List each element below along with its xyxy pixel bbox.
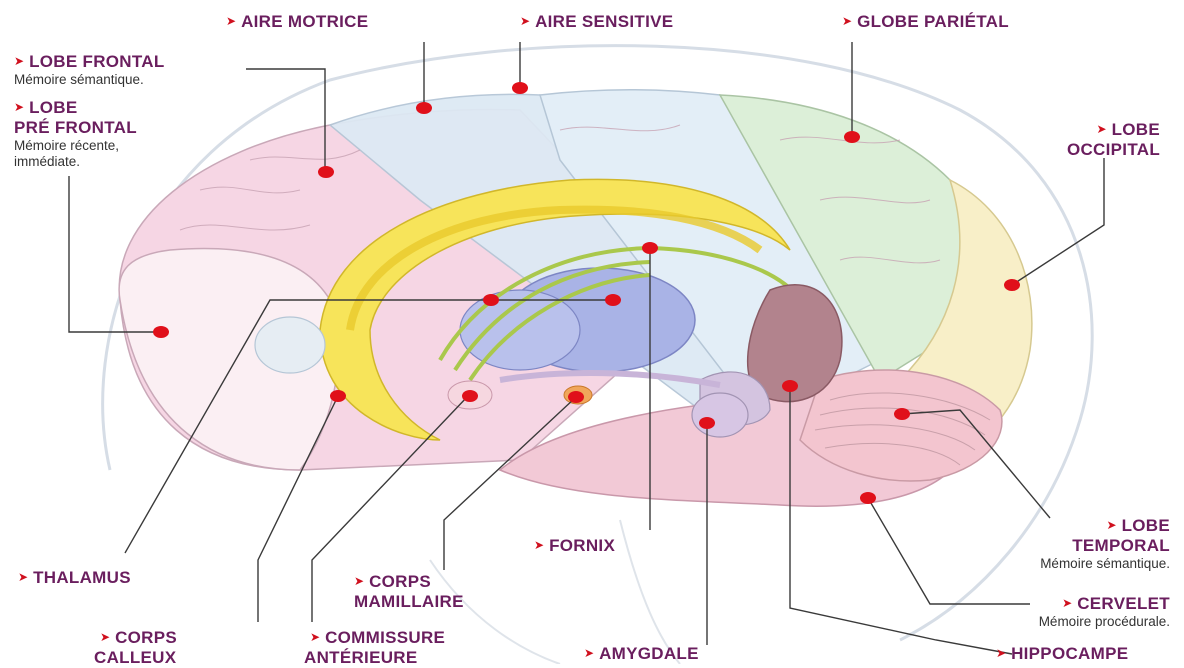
marker-commissure [462,390,478,402]
marker-globe-parietal [844,131,860,143]
lobe-frontal-description: Mémoire sémantique. [14,72,165,88]
label-aire-motrice: ➤AIRE MOTRICE [226,12,368,32]
arrow-icon: ➤ [14,54,24,68]
arrow-icon: ➤ [100,630,110,644]
cervelet-description: Mémoire procédurale. [1039,614,1170,630]
label-lobe-occipital: ➤LOBE OCCIPITAL [1067,120,1160,160]
marker-aire-sensitive [512,82,528,94]
label-lobe-prefrontal: ➤LOBE PRÉ FRONTAL Mémoire récente, imméd… [14,98,137,170]
label-cervelet: ➤CERVELET Mémoire procédurale. [1039,594,1170,630]
label-thalamus: ➤THALAMUS [18,568,131,588]
arrow-icon: ➤ [584,646,594,660]
label-corps-calleux: ➤CORPS CALLEUX [100,628,177,668]
arrow-icon: ➤ [520,14,530,28]
marker-corps-mamillaire [568,391,584,403]
marker-amygdale [699,417,715,429]
label-corps-mamillaire: ➤CORPS MAMILLAIRE [354,572,464,612]
label-lobe-temporal: ➤LOBE TEMPORAL Mémoire sémantique. [1040,516,1170,572]
arrow-icon: ➤ [1107,518,1117,532]
marker-fornix [642,242,658,254]
arrow-icon: ➤ [310,630,320,644]
marker-cervelet [860,492,876,504]
marker-hippocampe [782,380,798,392]
arrow-icon: ➤ [534,538,544,552]
label-lobe-frontal: ➤LOBE FRONTAL Mémoire sémantique. [14,52,165,88]
arrow-icon: ➤ [842,14,852,28]
marker-thalamus-1 [483,294,499,306]
line-cervelet [868,498,1030,604]
amygdala-shape [692,393,748,437]
arrow-icon: ➤ [354,574,364,588]
marker-aire-motrice [416,102,432,114]
arrow-icon: ➤ [226,14,236,28]
lobe-prefrontal-description-1: Mémoire récente, [14,138,137,154]
arrow-icon: ➤ [1062,596,1072,610]
label-aire-sensitive: ➤AIRE SENSITIVE [520,12,673,32]
arrow-icon: ➤ [14,100,24,114]
marker-lobe-prefrontal [153,326,169,338]
label-hippocampe: ➤HIPPOCAMPE [996,644,1128,664]
label-globe-parietal: ➤GLOBE PARIÉTAL [842,12,1009,32]
lobe-prefrontal-description-2: immédiate. [14,154,137,170]
arrow-icon: ➤ [996,646,1006,660]
marker-corps-calleux [330,390,346,402]
marker-thalamus-2 [605,294,621,306]
frontal-bulb-shape [255,317,325,373]
label-fornix: ➤FORNIX [534,536,615,556]
marker-lobe-occipital [1004,279,1020,291]
arrow-icon: ➤ [1097,122,1107,136]
line-lobe-occipital [1012,158,1104,285]
lobe-temporal-description: Mémoire sémantique. [1040,556,1170,572]
label-commissure-anterieure: ➤COMMISSURE ANTÉRIEURE [310,628,445,668]
marker-lobe-temporal [894,408,910,420]
marker-lobe-frontal [318,166,334,178]
label-amygdale: ➤AMYGDALE [584,644,699,664]
arrow-icon: ➤ [18,570,28,584]
